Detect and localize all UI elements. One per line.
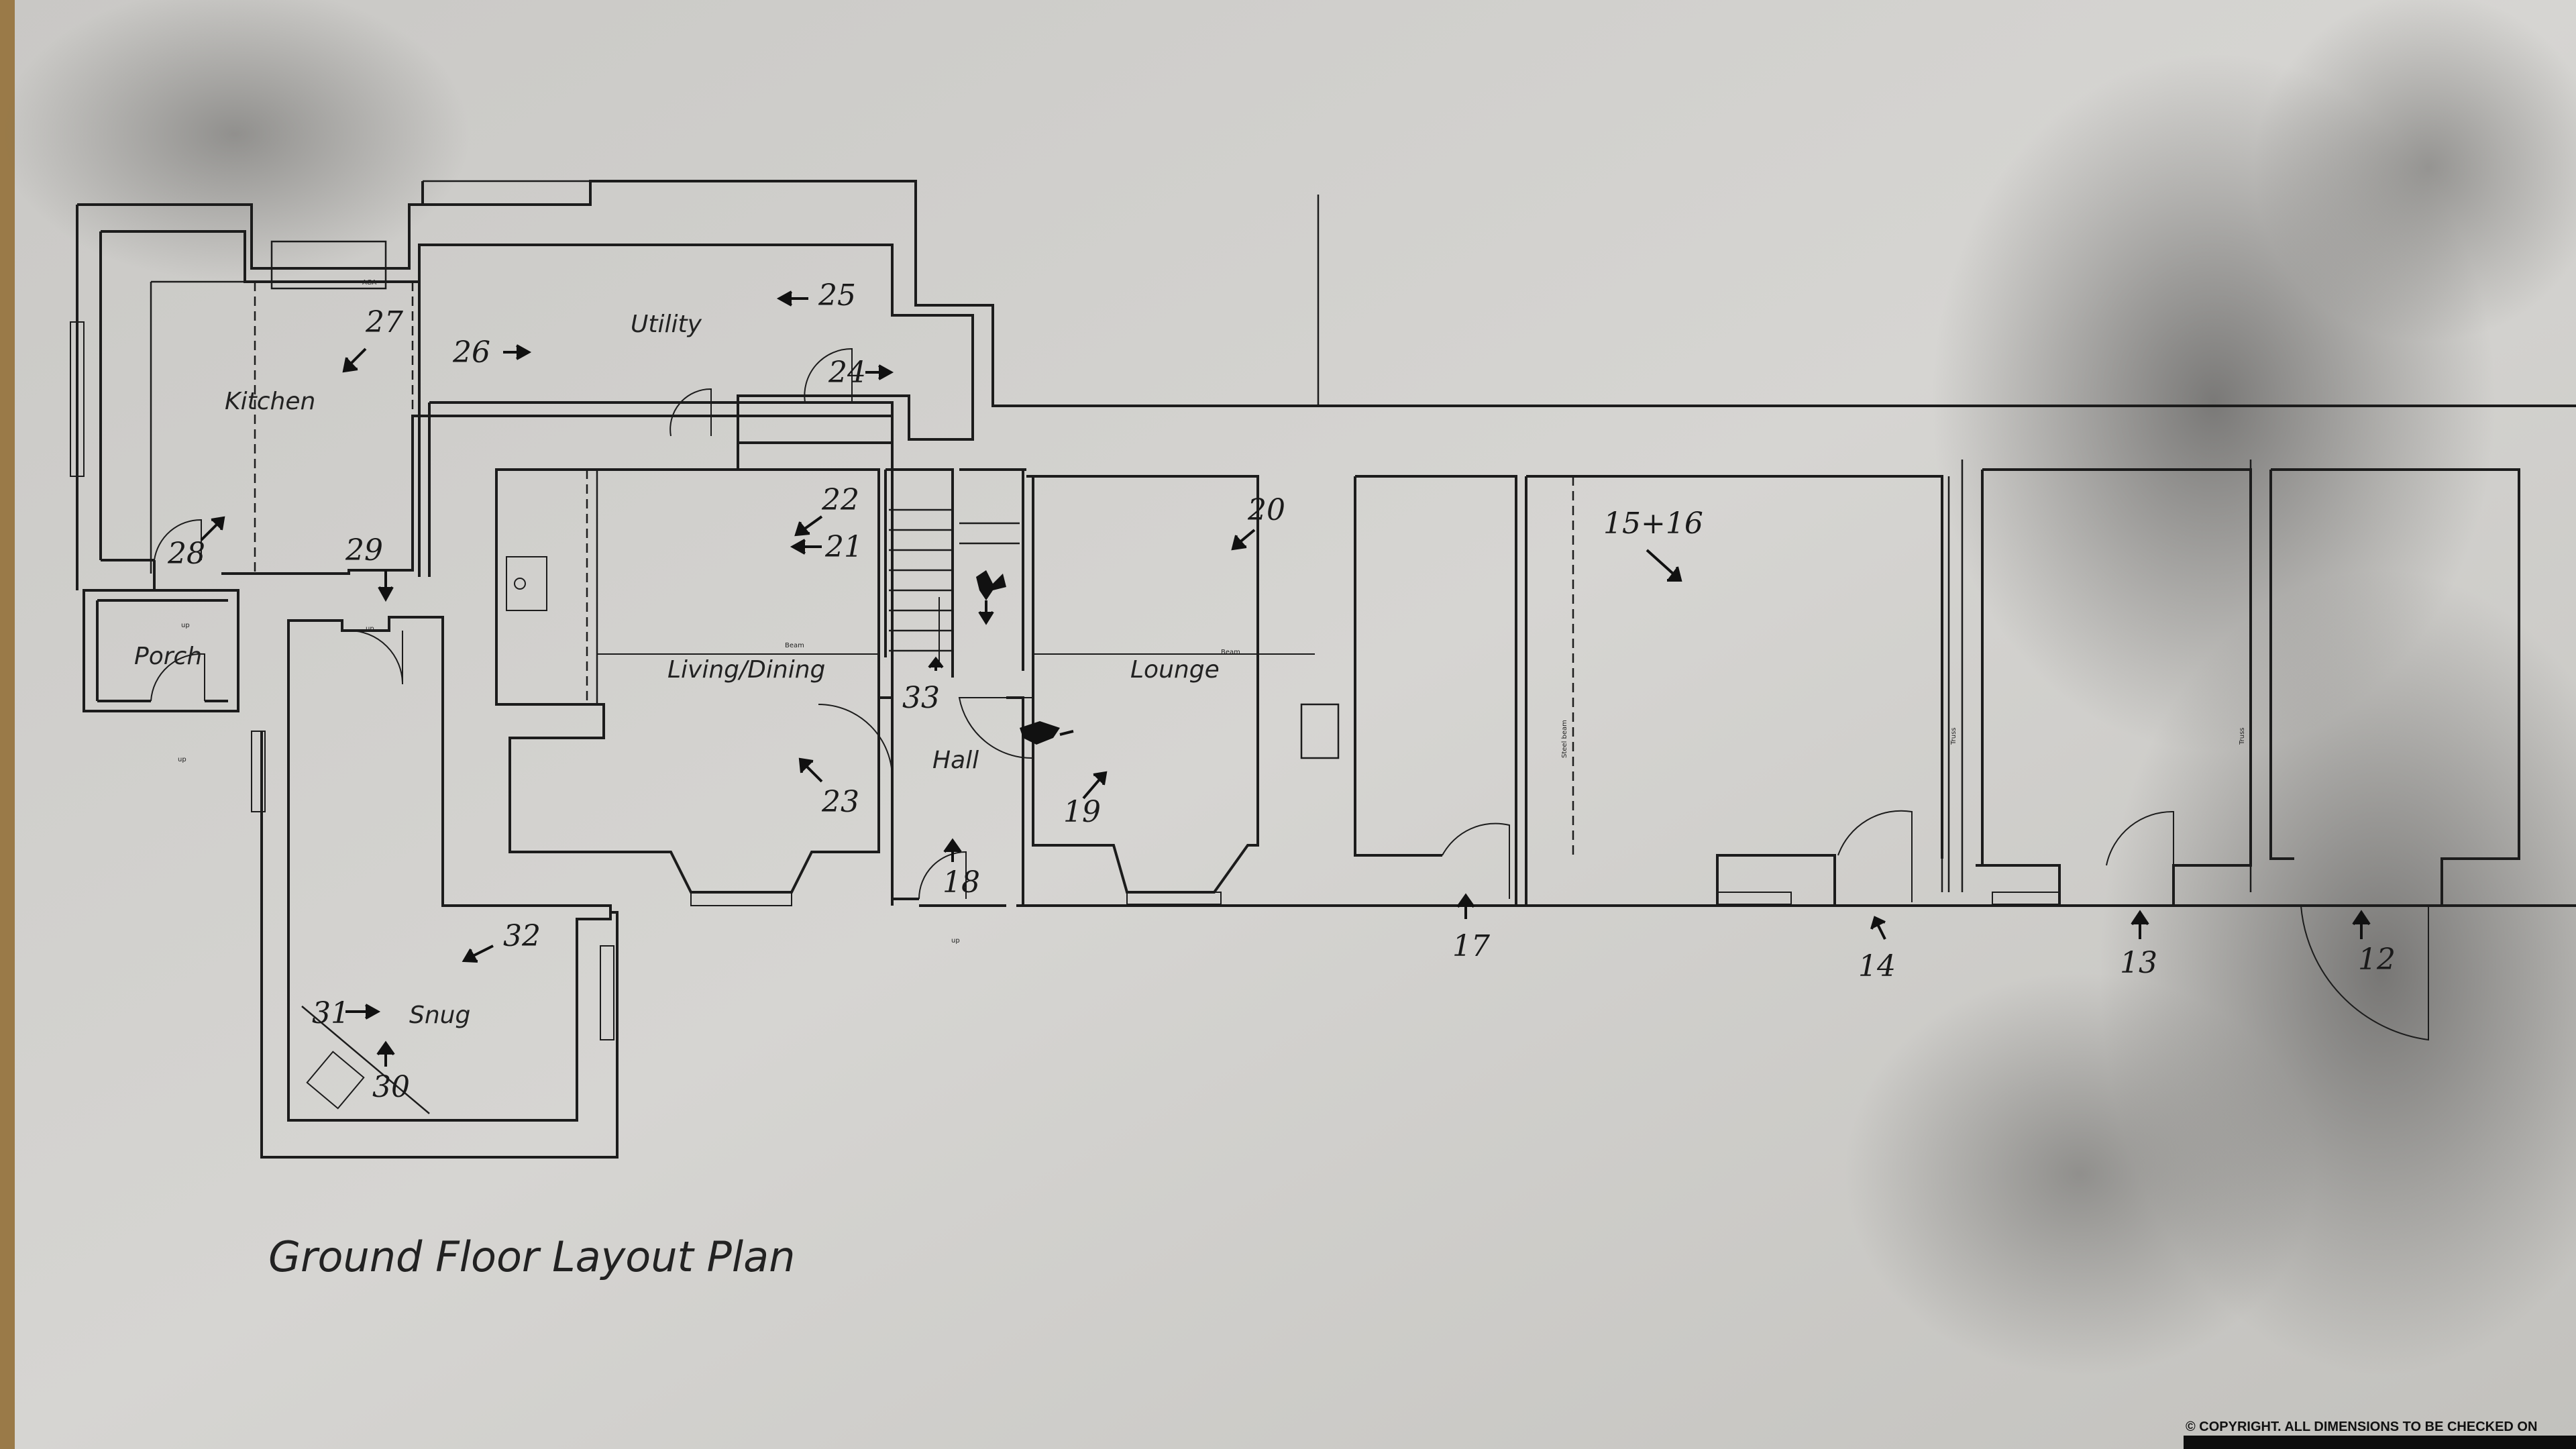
marker-32: 32 (503, 919, 541, 953)
snug-label: Snug (409, 1002, 470, 1029)
door-14 (1837, 810, 1913, 902)
marker-14: 14 (1858, 949, 1896, 983)
marker-24: 24 (828, 356, 866, 390)
plan-title: Ground Floor Layout Plan (268, 1232, 795, 1281)
marker-25: 25 (818, 278, 856, 313)
hand-shadow (2254, 0, 2576, 342)
living-label: Living/Dining (667, 656, 825, 684)
living-window (690, 892, 792, 906)
ob2-right (1941, 476, 1950, 892)
truss-label: Truss (2239, 727, 2246, 745)
kitchen-door (154, 519, 202, 561)
hall-door-left (818, 704, 893, 779)
utility-lower (737, 406, 892, 463)
hall-label: Hall (932, 747, 979, 774)
front-door (918, 851, 967, 900)
door-13 (2106, 810, 2174, 902)
scribble-marks (976, 570, 1074, 745)
marker-23: 23 (821, 785, 859, 819)
living-wall (495, 468, 880, 894)
beam-label-lounge: Beam (1221, 649, 1240, 656)
table-edge (0, 0, 15, 1449)
copyright-note: © COPYRIGHT. ALL DIMENSIONS TO BE CHECKE… (2186, 1419, 2537, 1434)
porch-wall (83, 589, 239, 712)
door-12 (2300, 905, 2429, 1041)
porch-door (150, 653, 205, 702)
marker-20: 20 (1247, 493, 1285, 527)
marker-27: 27 (365, 305, 403, 339)
porch-label: Porch (134, 643, 202, 670)
hall-door-right (958, 697, 1034, 759)
aga-unit (270, 240, 387, 290)
ob2-window (1717, 892, 1792, 905)
ob3-window (1992, 892, 2060, 905)
marker-30: 30 (372, 1070, 410, 1104)
steel-beam-label: Steel beam (1561, 720, 1568, 758)
marker-18: 18 (943, 865, 980, 900)
hand-shadow (1845, 973, 2314, 1375)
marker-28: 28 (167, 537, 205, 571)
sink-unit (506, 556, 547, 611)
marker-15-16: 15+16 (1603, 506, 1703, 541)
up-label: up (178, 756, 186, 763)
kitchen-counter (150, 280, 252, 574)
hand-shadow (0, 0, 470, 282)
outbuilding-4 (2269, 468, 2520, 906)
lounge-label: Lounge (1130, 656, 1220, 684)
door-24 (804, 347, 853, 403)
kitchen-label: Kitchen (225, 388, 315, 415)
marker-19: 19 (1063, 795, 1101, 829)
lounge-outer (1016, 468, 2576, 907)
utility-label: Utility (631, 311, 702, 338)
lounge-window (1126, 892, 1222, 905)
snug-window-right (600, 945, 614, 1040)
living-hearth (496, 468, 598, 704)
truss-label: Truss (1950, 727, 1957, 745)
stair-treads (889, 508, 1020, 652)
beam-label: Beam (785, 642, 804, 649)
up-label: up (181, 622, 190, 629)
kitchen-window (70, 321, 85, 477)
snug-stove-line (301, 1006, 430, 1114)
kitchen-outer-wall (77, 180, 2576, 407)
aga-label: AGA (362, 279, 376, 286)
marker-17: 17 (1452, 929, 1490, 963)
up-label: up (366, 625, 374, 633)
snug-inner (287, 616, 612, 1122)
marker-33: 33 (902, 681, 940, 715)
marker-12: 12 (2358, 943, 2396, 977)
outbuilding-1 (1354, 475, 1517, 906)
door-17 (1442, 822, 1510, 899)
marker-22: 22 (821, 483, 859, 517)
marker-31: 31 (312, 996, 350, 1030)
porch-inner (96, 599, 228, 702)
up-label: up (951, 937, 960, 945)
snug-stove (306, 1051, 365, 1110)
snug-window-left (251, 731, 266, 812)
marker-26: 26 (452, 335, 490, 370)
copyright-bar (2184, 1436, 2576, 1449)
marker-29: 29 (345, 533, 383, 568)
marker-13: 13 (2120, 946, 2157, 980)
snug-door (348, 630, 403, 685)
marker-21: 21 (824, 530, 863, 564)
lounge-chimney (1300, 703, 1340, 759)
snug-outer (260, 731, 619, 1159)
marker-arrows (200, 290, 2371, 1067)
